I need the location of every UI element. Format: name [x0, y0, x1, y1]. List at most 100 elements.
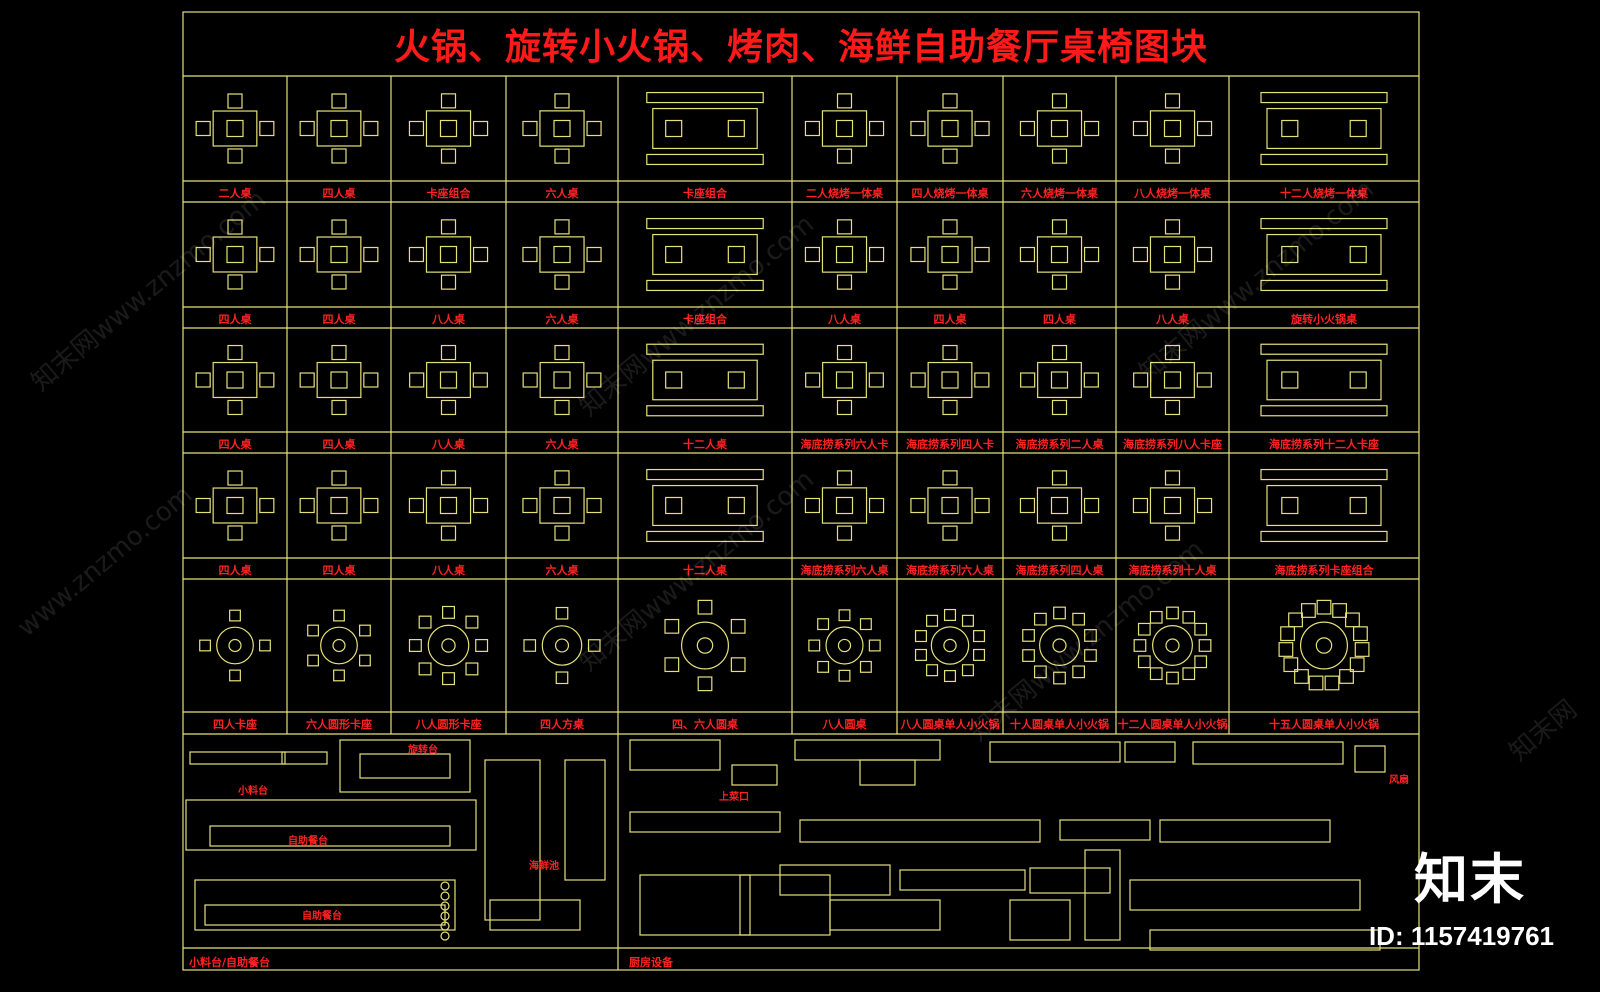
chair-symbol [523, 639, 537, 652]
line-art [209, 825, 451, 847]
chair-symbol [974, 497, 990, 514]
round-table-symbol [930, 626, 970, 665]
table-symbol [927, 236, 973, 273]
chair-symbol [1053, 606, 1066, 620]
hotpot-symbol [226, 496, 244, 515]
chair-symbol [359, 624, 371, 637]
chair-symbol [442, 605, 455, 619]
kitchen-equipment [639, 874, 751, 936]
table-symbol [425, 487, 472, 524]
chair-symbol [836, 344, 853, 361]
chair-symbol [418, 615, 432, 629]
round-table-symbol [1039, 625, 1080, 666]
hotpot-symbol [1163, 496, 1182, 515]
hotpot-symbol [226, 245, 244, 264]
furniture-symbol [1260, 217, 1388, 292]
furniture-symbol [1019, 470, 1100, 541]
bench-symbol [646, 153, 764, 166]
chair-symbol [1164, 148, 1181, 164]
line-art [204, 904, 446, 926]
bench-symbol [646, 530, 764, 543]
chair-symbol [522, 372, 538, 388]
table-symbol [1266, 107, 1382, 150]
chair-symbol [195, 246, 211, 263]
hotpot-symbol [226, 119, 244, 138]
chair-symbol [1353, 626, 1368, 642]
chair-symbol [961, 614, 974, 627]
table-symbol [1036, 236, 1083, 273]
chair-symbol [195, 120, 211, 137]
table-symbol [1149, 110, 1196, 147]
chair-symbol [910, 497, 926, 514]
bench-symbol [646, 217, 764, 230]
furniture-symbol [664, 599, 746, 692]
hotpot-symbol [553, 119, 571, 138]
chair-symbol [259, 639, 271, 652]
note-seafood-pool: 海鲜池 [529, 861, 559, 872]
chair-symbol [554, 93, 570, 109]
round-table-symbol [825, 626, 864, 665]
kitchen-equipment [989, 741, 1121, 763]
chair-symbol [664, 618, 680, 634]
cell-label: 八人桌 [828, 313, 861, 326]
brand-logo-text: 知末 [1414, 848, 1526, 911]
cell-label: 二人烧烤一体桌 [806, 187, 883, 200]
furniture-symbol [199, 609, 271, 682]
chair-symbol [974, 120, 990, 137]
chair-symbol [331, 274, 347, 290]
cell-label: 四人桌 [322, 187, 356, 200]
chair-symbol [836, 470, 853, 486]
round-table-symbol [320, 626, 358, 665]
hotpot-symbol [330, 245, 348, 264]
cell-label: 海底捞系列四人桌 [1015, 564, 1104, 577]
furniture-symbol [409, 344, 488, 416]
chair-symbol [299, 497, 315, 514]
chair-symbol [836, 93, 853, 109]
cell-label: 八人桌 [432, 564, 465, 577]
cell-label: 海底捞系列六人桌 [906, 564, 994, 577]
table-symbol [539, 361, 585, 399]
chair-symbol [961, 664, 974, 677]
table-symbol [212, 361, 258, 399]
cell-label: 旋转小火锅桌 [1291, 313, 1357, 326]
chair-symbol [522, 120, 538, 137]
chair-symbol [227, 344, 243, 361]
cell-label: 海底捞系列六人卡 [800, 438, 889, 451]
cell-label: 十二人桌 [683, 564, 727, 577]
hotpot-symbol [1281, 119, 1299, 138]
chair-symbol [465, 662, 479, 676]
chair-symbol [1072, 612, 1086, 626]
chair-symbol [1072, 665, 1086, 679]
kitchen-equipment [799, 819, 1041, 843]
chair-symbol [472, 246, 489, 263]
chair-symbol [836, 525, 853, 541]
table-symbol [1150, 361, 1195, 399]
hotpot-symbol [941, 496, 959, 515]
chair-symbol [1324, 675, 1340, 691]
hotpot-symbol [330, 371, 348, 389]
cell-label: 四人桌 [322, 313, 356, 326]
furniture-symbol [1260, 91, 1388, 166]
chair-symbol [331, 344, 347, 361]
chair-symbol [1196, 372, 1212, 388]
chair-symbol [440, 525, 457, 541]
hotpot-symbol [226, 371, 244, 389]
furniture-symbol [914, 608, 986, 683]
table-symbol [539, 110, 585, 147]
chair-symbol [586, 120, 602, 137]
chair-symbol [868, 639, 881, 652]
hotpot-symbol [941, 245, 959, 264]
chair-symbol [926, 664, 939, 677]
kitchen-equipment [1009, 899, 1071, 941]
cell-label: 卡座组合 [683, 313, 727, 326]
chair-symbol [1019, 120, 1036, 137]
chair-symbol [1137, 622, 1151, 636]
hotpot-symbol [941, 119, 959, 138]
cell-label: 四人桌 [933, 313, 967, 326]
hotpot-symbol [1050, 371, 1069, 389]
furniture-symbol [195, 93, 275, 164]
chair-symbol [1051, 93, 1068, 109]
hotpot-symbol [554, 638, 570, 653]
chair-symbol [1164, 93, 1181, 109]
chair-symbol [973, 648, 986, 661]
